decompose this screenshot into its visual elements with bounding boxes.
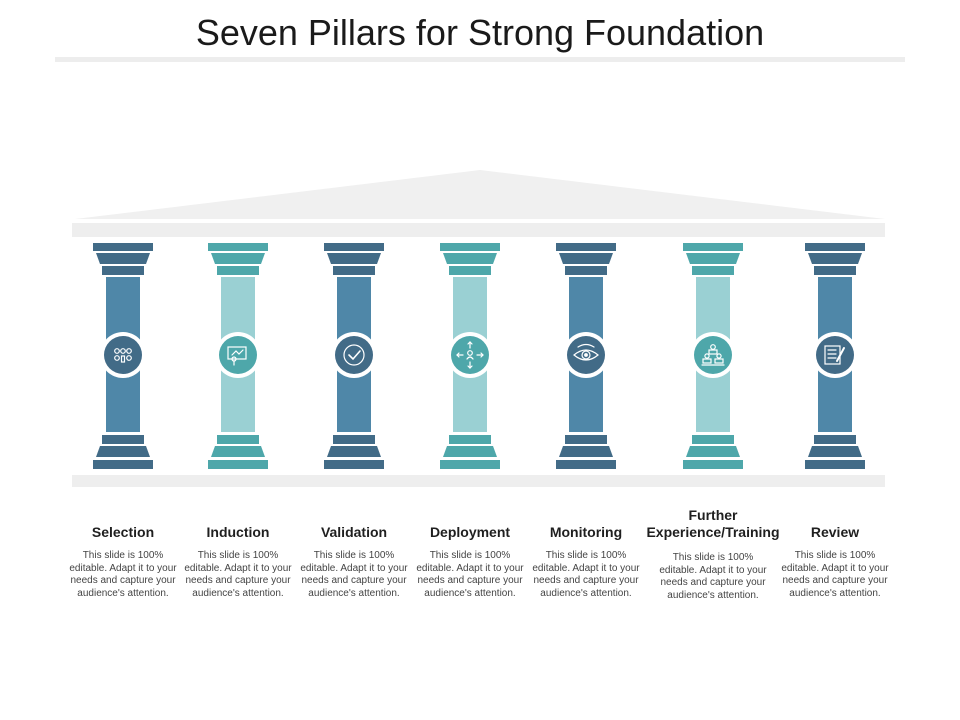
pillar-capital-echinus: [443, 253, 497, 264]
pillar-capital-echinus: [96, 253, 150, 264]
checkmark-circle-icon: [343, 344, 365, 366]
pillar-capital-neck: [449, 266, 491, 275]
pillar-capital-echinus: [686, 253, 740, 264]
pillar-base-neck: [333, 435, 375, 444]
page-title: Seven Pillars for Strong Foundation: [195, 12, 765, 53]
pillar-medallion: [219, 336, 257, 374]
pillar-capital-top: [556, 243, 616, 251]
pillar-description: This slide is 100% editable. Adapt it to…: [659, 552, 767, 601]
pillar-capital-echinus: [327, 253, 381, 264]
pillar-label: Validation: [320, 524, 388, 540]
pillar-capital-neck: [692, 266, 734, 275]
pillar-capital-echinus: [808, 253, 862, 264]
pillar-monitoring: [556, 243, 616, 469]
pillar-capital-top: [208, 243, 268, 251]
pillar-medallion: [104, 336, 142, 374]
person-arrows-icon: [456, 341, 484, 369]
pillar-medallion: [694, 336, 732, 374]
pillar-base-neck: [217, 435, 259, 444]
pillar-base-plinth: [440, 460, 500, 469]
pillar-label: Review: [810, 524, 860, 540]
pillar-base-neck: [102, 435, 144, 444]
pillar-label: Deployment: [429, 524, 511, 540]
pillar-base-torus: [808, 446, 862, 457]
pillar-base-neck: [449, 435, 491, 444]
pillar-medallion: [335, 336, 373, 374]
pillar-capital-top: [683, 243, 743, 251]
eye-icon: [573, 343, 599, 361]
pillar-capital-echinus: [559, 253, 613, 264]
pillar-base-torus: [443, 446, 497, 457]
pillar-base-torus: [327, 446, 381, 457]
pillar-capital-top: [805, 243, 865, 251]
pillar-induction: [208, 243, 268, 469]
team-hierarchy-icon: [701, 344, 725, 366]
pillar-capital-top: [324, 243, 384, 251]
pillar-base-plinth: [208, 460, 268, 469]
pillar-medallion: [816, 336, 854, 374]
pillar-base-neck: [814, 435, 856, 444]
pillar-description: This slide is 100% editable. Adapt it to…: [184, 550, 292, 599]
pillar-base-plinth: [805, 460, 865, 469]
pillar-capital-top: [93, 243, 153, 251]
pillar-base-torus: [559, 446, 613, 457]
pillar-base-neck: [565, 435, 607, 444]
pillar-base-torus: [96, 446, 150, 457]
pillar-selection: [93, 243, 153, 469]
pillar-description: This slide is 100% editable. Adapt it to…: [532, 550, 640, 599]
document-pen-icon: [824, 345, 845, 365]
pillar-capital-neck: [565, 266, 607, 275]
presentation-board-icon: [227, 346, 247, 366]
roof-pediment: [75, 170, 885, 219]
pillar-base-torus: [211, 446, 265, 457]
pillar-label: Further Experience/Training: [646, 507, 780, 540]
pillar-capital-neck: [814, 266, 856, 275]
foundation-base: [72, 475, 885, 487]
pillar-capital-neck: [333, 266, 375, 275]
pillar-capital-top: [440, 243, 500, 251]
pillar-label: Induction: [206, 524, 270, 540]
people-grid-icon: [114, 348, 132, 363]
pillar-further-experience-training: [683, 243, 743, 469]
pillar-base-plinth: [324, 460, 384, 469]
pillar-description: This slide is 100% editable. Adapt it to…: [300, 550, 408, 599]
pillar-description: This slide is 100% editable. Adapt it to…: [416, 550, 524, 599]
pillar-validation: [324, 243, 384, 469]
pillar-base-plinth: [93, 460, 153, 469]
title-divider: [55, 57, 905, 62]
pillar-capital-neck: [217, 266, 259, 275]
pillar-review: [805, 243, 865, 469]
pillar-description: This slide is 100% editable. Adapt it to…: [781, 550, 889, 599]
pillar-capital-echinus: [211, 253, 265, 264]
pillar-label: Selection: [91, 524, 155, 540]
pillar-base-torus: [686, 446, 740, 457]
pillar-label: Monitoring: [549, 524, 623, 540]
pillar-base-neck: [692, 435, 734, 444]
pillar-deployment: [440, 243, 500, 469]
pillar-base-plinth: [683, 460, 743, 469]
pillar-base-plinth: [556, 460, 616, 469]
roof-beam: [72, 223, 885, 237]
pillar-capital-neck: [102, 266, 144, 275]
pillar-description: This slide is 100% editable. Adapt it to…: [69, 550, 177, 599]
